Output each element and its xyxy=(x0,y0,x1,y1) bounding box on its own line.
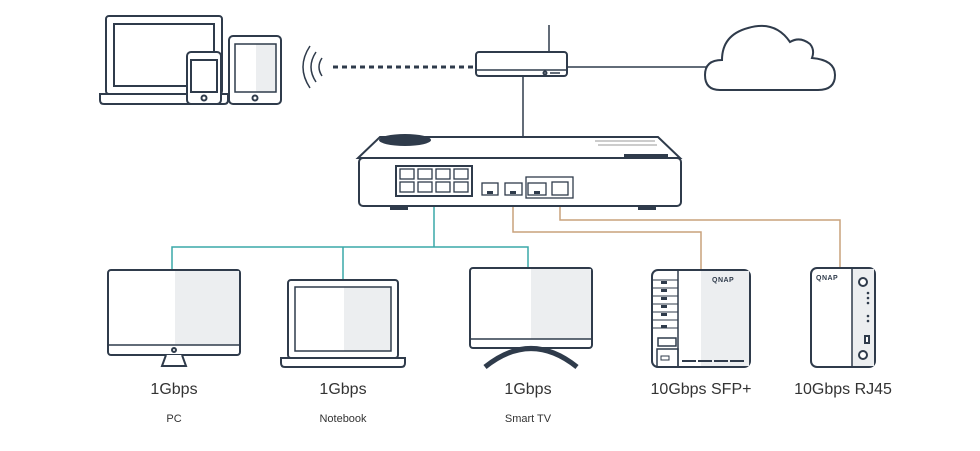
notebook-device-label: Notebook xyxy=(319,413,367,425)
cloud-icon xyxy=(703,24,837,91)
pc-monitor-icon xyxy=(107,269,241,367)
nas-2bay-icon: QNAP xyxy=(810,267,876,368)
switch-icon xyxy=(355,134,683,210)
smart-tv-icon xyxy=(469,267,593,369)
rj45-10g-link xyxy=(559,195,841,268)
tv-speed-label: 1Gbps xyxy=(504,381,551,398)
nas-brand-logo: QNAP xyxy=(816,275,838,282)
pc-speed-label: 1Gbps xyxy=(150,381,197,398)
pc-device-label: PC xyxy=(166,413,181,425)
wifi-icon xyxy=(302,45,323,89)
sfp-speed-label: 10Gbps SFP+ xyxy=(651,381,752,398)
notebook-speed-label: 1Gbps xyxy=(319,381,366,398)
nas-brand-logo: QNAP xyxy=(712,277,734,284)
notebook-icon xyxy=(280,279,406,368)
router-icon xyxy=(475,25,568,77)
tv-device-label: Smart TV xyxy=(505,413,552,425)
phone-icon xyxy=(186,51,222,105)
rj45-speed-label: 10Gbps RJ45 xyxy=(794,381,892,398)
nas-3bay-icon: QNAP xyxy=(651,269,751,368)
sfp-plus-link xyxy=(512,195,702,270)
tablet-icon xyxy=(228,35,282,105)
